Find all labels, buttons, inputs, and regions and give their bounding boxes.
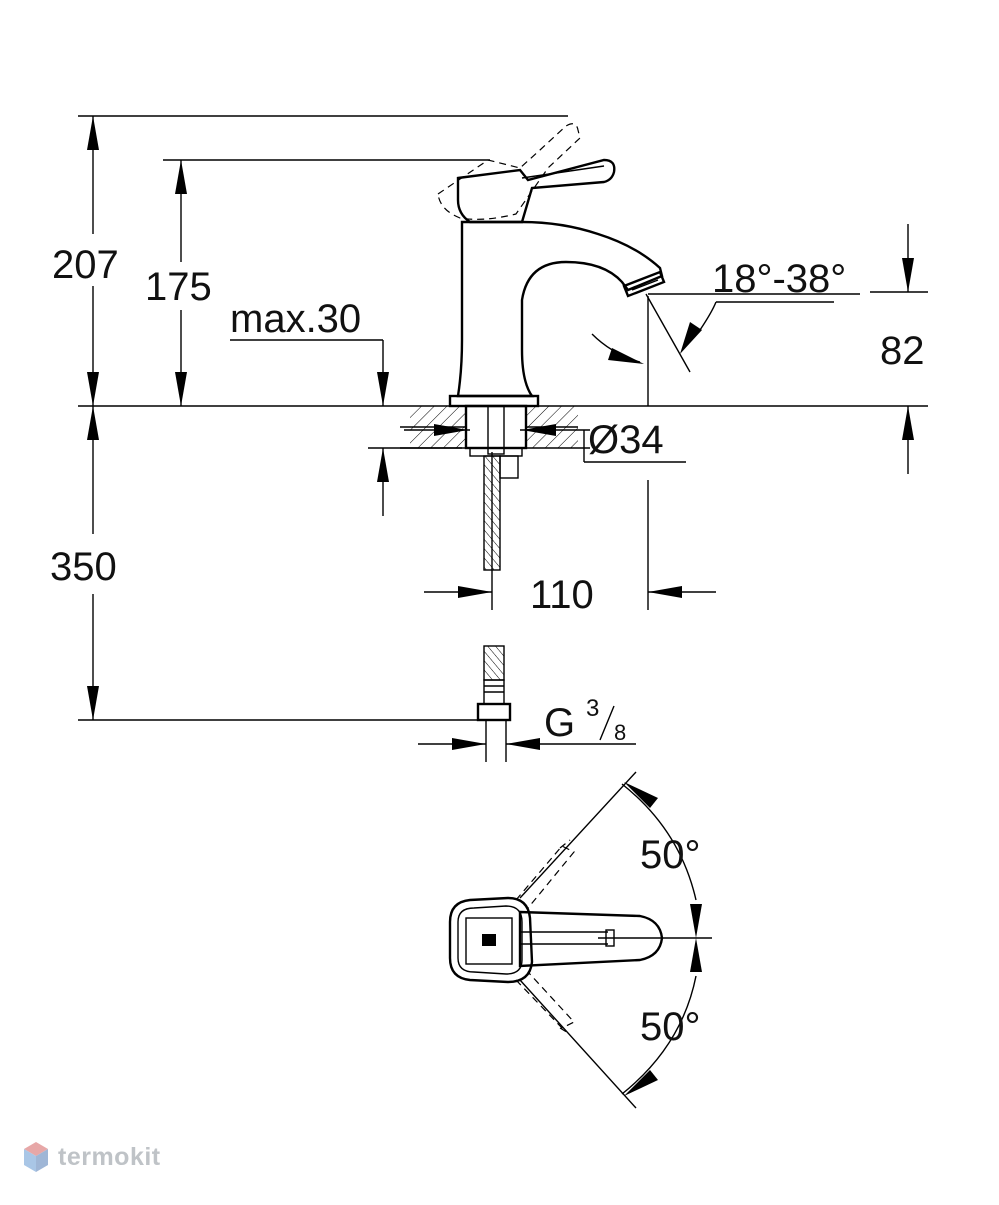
dimension-175 — [163, 159, 490, 406]
dimension-spray-angle — [591, 293, 860, 373]
dimension-connection — [418, 738, 636, 750]
fraction-slash — [599, 705, 615, 741]
label-connection-denominator: 8 — [614, 720, 626, 745]
dimension-82 — [870, 224, 928, 474]
mounting-deck — [400, 406, 590, 449]
label-207: 207 — [52, 243, 119, 287]
label-175: 175 — [145, 265, 212, 309]
faucet-body — [448, 220, 666, 408]
dimension-350 — [78, 406, 478, 721]
label-110: 110 — [530, 573, 594, 617]
label-max-30: max.30 — [230, 297, 361, 341]
installation-parts — [464, 404, 528, 762]
label-350: 350 — [50, 545, 117, 589]
label-spray-angle: 18°-38° — [712, 257, 846, 301]
label-diameter-34: Ø34 — [588, 418, 664, 462]
label-rotation-bottom: 50° — [640, 1005, 701, 1049]
label-connection-g: G — [544, 701, 575, 745]
watermark-text: termokit — [58, 1142, 161, 1171]
dimension-diameter-34 — [404, 424, 686, 463]
lever-raised-dashed — [437, 123, 581, 220]
termokit-logo-icon — [24, 1142, 48, 1172]
watermark: termokit — [22, 1137, 161, 1177]
top-view — [448, 771, 712, 1109]
label-82: 82 — [880, 329, 925, 373]
label-rotation-top: 50° — [640, 833, 701, 877]
dimension-110 — [424, 296, 716, 610]
dimension-207 — [78, 115, 568, 406]
label-connection-numerator: 3 — [586, 695, 599, 722]
lever-handle — [456, 158, 616, 224]
